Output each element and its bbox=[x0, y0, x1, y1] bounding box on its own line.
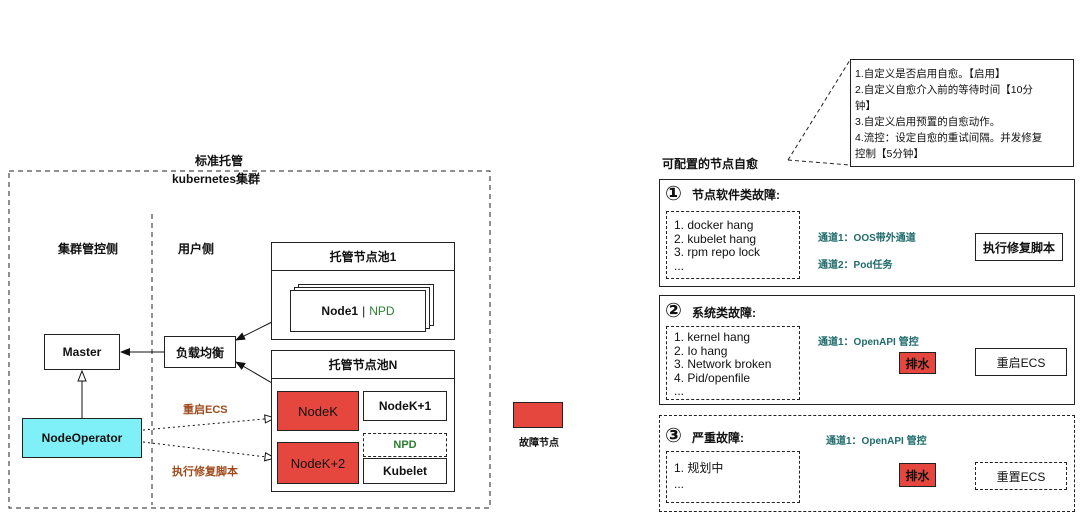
legend-fault-swatch bbox=[513, 402, 563, 428]
restart-ecs-action: 重启ECS bbox=[975, 348, 1067, 376]
master-node: Master bbox=[44, 334, 120, 370]
section3-number: ③ bbox=[665, 425, 682, 447]
section2-channel1: 通道1：OpenAPI 管控 bbox=[818, 337, 919, 348]
callout-line: 控制【5分钟】 bbox=[855, 148, 924, 160]
section1-channel2: 通道2：Pod任务 bbox=[818, 260, 893, 271]
callout-line: 钟】 bbox=[855, 100, 876, 112]
load-balancer: 负载均衡 bbox=[164, 336, 236, 368]
node1-card: Node1 | NPD bbox=[290, 290, 426, 332]
node1-npd: NPD bbox=[369, 304, 395, 318]
kubelet-component: Kubelet bbox=[363, 458, 447, 484]
callout-line: 1.自定义是否启用自愈。【启用】 bbox=[855, 68, 1006, 80]
pooln-to-lb-arrow bbox=[235, 361, 273, 384]
callout-line: 4.流控：设定自愈的重试间隔。并发修复 bbox=[855, 132, 1043, 144]
fault-item: 2. Io hang bbox=[674, 343, 728, 358]
poolN-title: 托管节点池N bbox=[272, 351, 454, 379]
fault-item: 3. rpm repo lock bbox=[674, 245, 761, 259]
section2-number: ② bbox=[665, 300, 682, 322]
repair-script-arrow bbox=[142, 441, 275, 458]
fault-item: 1. docker hang bbox=[674, 218, 754, 232]
callout-line: 2.自定义自愈介入前的等待时间【10分 bbox=[855, 84, 1033, 96]
section1-number: ① bbox=[665, 183, 682, 205]
section1-fault-list: 1. docker hang 2. kubelet hang 3. rpm re… bbox=[666, 211, 800, 279]
reset-ecs-action: 重置ECS bbox=[975, 462, 1067, 490]
section3-channel1: 通道1：OpenAPI 管控 bbox=[826, 436, 927, 447]
fault-item: 4. Pid/openfile bbox=[674, 370, 751, 385]
node1-separator: | bbox=[362, 304, 366, 318]
fault-item: 1. kernel hang bbox=[674, 330, 751, 344]
node1-label: Node1 bbox=[321, 304, 359, 318]
cluster-frame bbox=[8, 170, 491, 509]
cluster-side-label: 集群管控侧 bbox=[58, 242, 119, 256]
restart-ecs-arrow bbox=[142, 418, 275, 431]
callout-line: 3.自定义启用预置的自愈动作。 bbox=[855, 116, 1001, 128]
restart-ecs-label: 重启ECS bbox=[183, 404, 228, 416]
config-callout: 1.自定义是否启用自愈。【启用】 2.自定义自愈介入前的等待时间【10分 钟】 … bbox=[850, 59, 1074, 167]
section2-fault-list: 1. kernel hang 2. Io hang 3. Network bro… bbox=[666, 326, 800, 400]
section3-drain: 排水 bbox=[899, 463, 936, 487]
nodeK-faulty: NodeK bbox=[277, 391, 359, 431]
cluster-title-line2: kubernetes集群 bbox=[172, 172, 261, 186]
pool1-to-lb-arrow bbox=[235, 321, 273, 341]
repair-script-action: 执行修复脚本 bbox=[975, 233, 1063, 261]
npd-component: NPD bbox=[363, 433, 447, 457]
section2-title: 系统类故障: bbox=[692, 306, 756, 320]
fault-item: ... bbox=[674, 477, 685, 491]
pool1-title: 托管节点池1 bbox=[272, 243, 454, 271]
fault-item: 1. 规划中 bbox=[674, 461, 724, 475]
nodeK1: NodeK+1 bbox=[363, 391, 447, 421]
section3-title: 严重故障: bbox=[692, 431, 744, 445]
node-operator: NodeOperator bbox=[22, 418, 142, 458]
section1-channel1: 通道1：OOS带外通道 bbox=[818, 233, 916, 244]
fault-item: ... bbox=[674, 384, 685, 398]
section3-fault-list: 1. 规划中 ... bbox=[666, 451, 800, 503]
self-heal-title: 可配置的节点自愈 bbox=[662, 157, 759, 171]
legend-fault-label: 故障节点 bbox=[519, 438, 559, 449]
repair-script-label: 执行修复脚本 bbox=[172, 466, 238, 478]
fault-item: ... bbox=[674, 258, 685, 273]
fault-item: 2. kubelet hang bbox=[674, 231, 757, 246]
section2-drain: 排水 bbox=[899, 352, 936, 374]
user-side-label: 用户侧 bbox=[178, 242, 215, 256]
cluster-title-line1: 标准托管 bbox=[195, 154, 244, 168]
nodeK2-faulty: NodeK+2 bbox=[277, 442, 359, 484]
section1-title: 节点软件类故障: bbox=[692, 188, 780, 202]
fault-item: 3. Network broken bbox=[674, 357, 772, 371]
